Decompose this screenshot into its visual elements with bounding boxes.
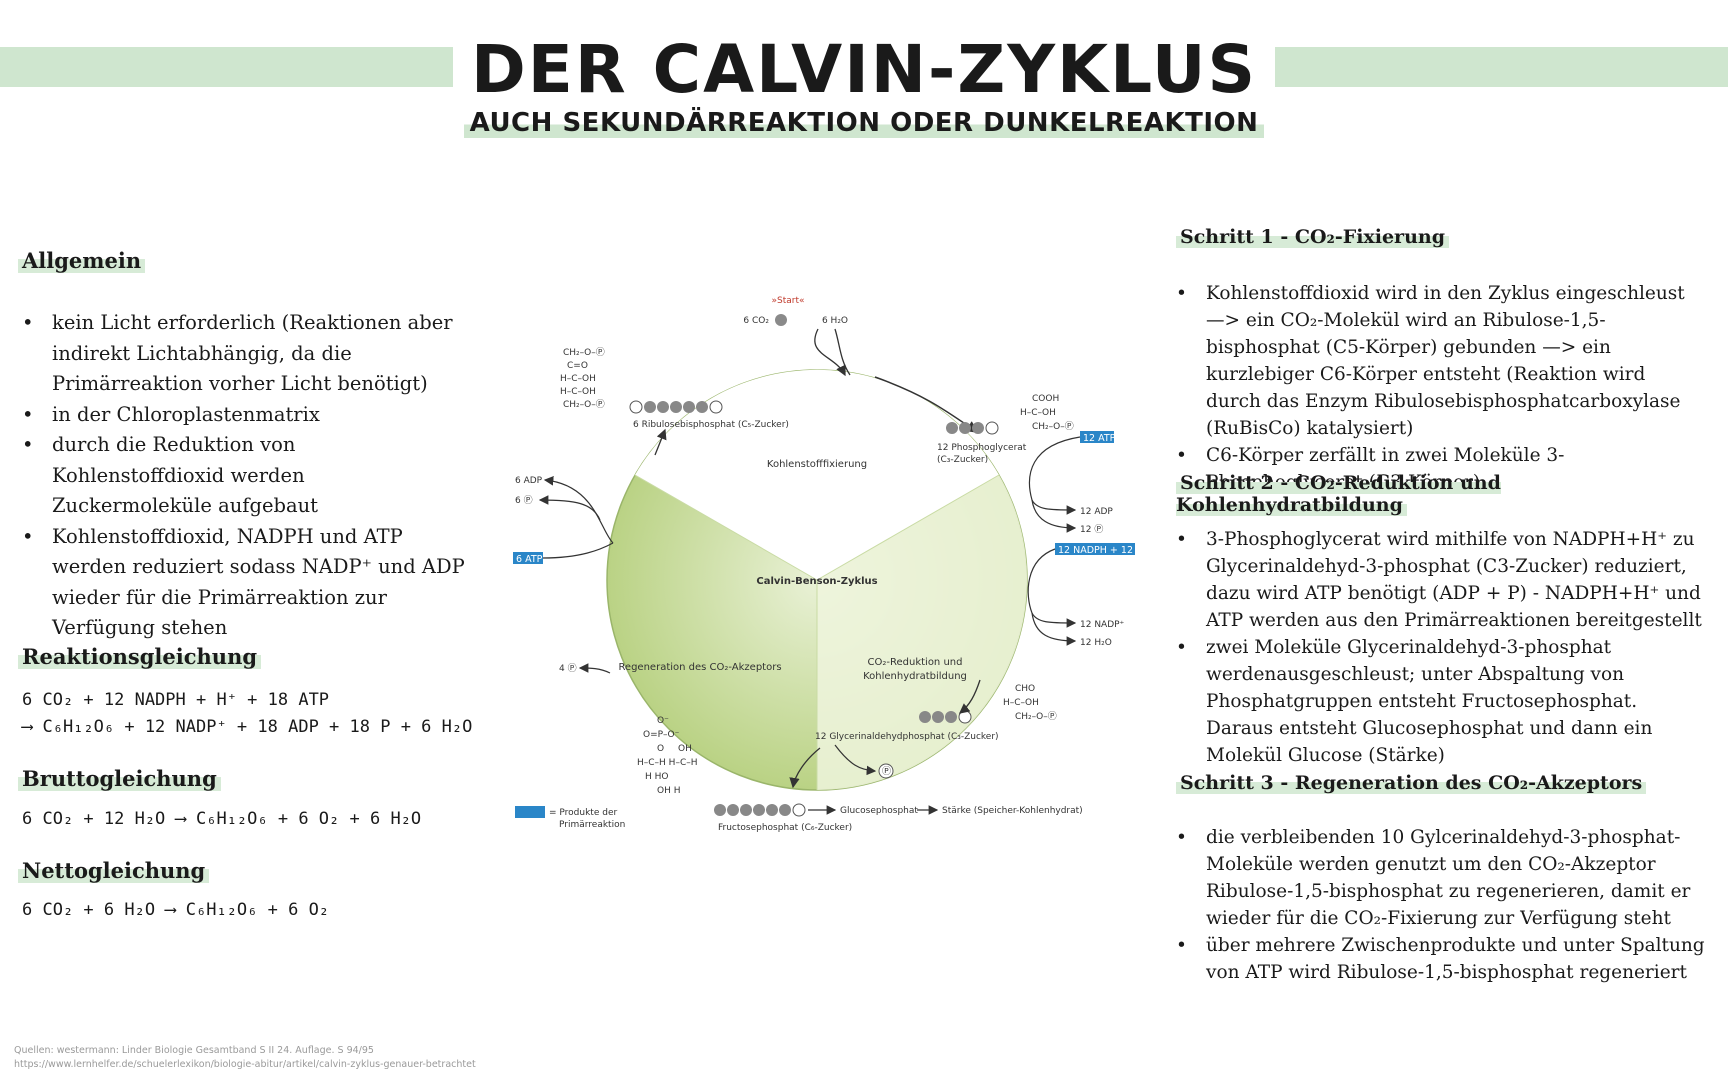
p-out-label: Ⓟ xyxy=(882,766,891,777)
svg-text:O⁻: O⁻ xyxy=(657,716,669,726)
heading-schritt-2: Schritt 2 - CO₂-Reduktion und Kohlenhydr… xyxy=(1176,472,1501,516)
phosphoglycerat-structure: COOH H–C–OH CH₂–O–Ⓟ xyxy=(1020,394,1074,432)
p4-label: 4 Ⓟ xyxy=(559,663,577,674)
fructose-label: Fructosephosphat (C₆-Zucker) xyxy=(718,823,852,833)
staerke-label: Stärke (Speicher-Kohlenhydrat) xyxy=(942,806,1083,816)
sector-highlight xyxy=(817,475,1028,791)
co2-molecule xyxy=(775,314,787,326)
brutto-equation: 6 CO₂ + 12 H₂O ⟶ C₆H₁₂O₆ + 6 O₂ + 6 H₂O xyxy=(22,809,422,829)
heading-allgemein: Allgemein xyxy=(18,248,146,273)
heading-schritt-3: Schritt 3 - Regeneration des CO₂-Akzepto… xyxy=(1176,772,1647,794)
phosphoglycerat-label-1: 12 Phosphoglycerat xyxy=(937,443,1027,453)
svg-text:H–C–OH: H–C–OH xyxy=(560,374,596,384)
atp6-box xyxy=(513,552,543,564)
legend-box xyxy=(515,806,545,818)
heading-reaktionsgleichung: Reaktionsgleichung xyxy=(18,644,262,669)
calvin-cycle-diagram: Kohlenstofffixierung Calvin-Benson-Zyklu… xyxy=(513,296,1135,833)
svg-text:H–C–H H–C–H: H–C–H H–C–H xyxy=(637,758,698,768)
list-item: kein Licht erforderlich (Reaktionen aber… xyxy=(22,308,467,400)
svg-text:O=P–O⁻: O=P–O⁻ xyxy=(643,730,680,740)
co2-in-label: 6 CO₂ xyxy=(743,316,769,326)
legend-label-1: = Produkte der xyxy=(549,808,617,818)
list-item: über mehrere Zwischenprodukte und unter … xyxy=(1176,932,1706,986)
atp12-box xyxy=(1080,431,1114,443)
list-item: Kohlenstoffdioxid wird in den Zyklus ein… xyxy=(1176,280,1706,442)
svg-text:H–C–OH: H–C–OH xyxy=(560,387,596,397)
schritt-1-list: Kohlenstoffdioxid wird in den Zyklus ein… xyxy=(1176,280,1706,496)
svg-text:CH₂–O–Ⓟ: CH₂–O–Ⓟ xyxy=(563,347,605,358)
source-line-2: https://www.lernhelfer.de/schuelerlexiko… xyxy=(14,1059,476,1070)
start-label: »Start« xyxy=(772,296,805,306)
sector-red-label-2: Kohlenhydratbildung xyxy=(863,671,967,682)
page-subtitle: AUCH SEKUNDÄRREAKTION ODER DUNKELREAKTIO… xyxy=(0,108,1728,138)
title-band-left xyxy=(0,47,520,87)
svg-text:CHO: CHO xyxy=(1015,684,1035,694)
svg-text:CH₂–O–Ⓟ: CH₂–O–Ⓟ xyxy=(563,399,605,410)
svg-text:C=O: C=O xyxy=(567,361,588,371)
title-band-right xyxy=(1200,47,1728,87)
list-item: Kohlenstoffdioxid, NADPH und ATP werden … xyxy=(22,522,467,644)
svg-text:H–C–OH: H–C–OH xyxy=(1020,408,1056,418)
page-title: DER CALVIN-ZYKLUS xyxy=(0,30,1728,110)
list-item: in der Chloroplastenmatrix xyxy=(22,400,467,431)
fructose-chain xyxy=(714,803,806,817)
svg-text:H HO: H HO xyxy=(645,772,668,782)
legend-label-2: Primärreaktion xyxy=(559,820,625,830)
atp12-label: 12 ATP xyxy=(1083,433,1116,444)
p12-label: 12 Ⓟ xyxy=(1080,524,1103,535)
svg-text:CH₂–O–Ⓟ: CH₂–O–Ⓟ xyxy=(1032,421,1074,432)
allgemein-list: kein Licht erforderlich (Reaktionen aber… xyxy=(22,308,467,644)
fructose-structure: O⁻ O=P–O⁻ O OH H–C–H H–C–H H HO OH H xyxy=(637,716,698,796)
sector-red-label-1: CO₂-Reduktion und xyxy=(868,657,963,668)
phosphoglycerat-chain xyxy=(946,421,999,435)
ribulose-structure: CH₂–O–Ⓟ C=O H–C–OH H–C–OH CH₂–O–Ⓟ xyxy=(560,347,605,410)
glucose-label: Glucosephosphat xyxy=(840,806,918,816)
sector-reg-label: Regeneration des CO₂-Akzeptors xyxy=(618,662,781,673)
svg-text:OH H: OH H xyxy=(657,786,680,796)
schritt-3-list: die verbleibenden 10 Gylcerinaldehyd-3-p… xyxy=(1176,824,1706,986)
nadph12-box xyxy=(1055,543,1135,555)
svg-text:CH₂–O–Ⓟ: CH₂–O–Ⓟ xyxy=(1015,711,1057,722)
sector-fix-label: Kohlenstofffixierung xyxy=(767,459,867,470)
reaktion-line-2: ⟶ C₆H₁₂O₆ + 12 NADP⁺ + 18 ADP + 18 P + 6… xyxy=(22,717,473,737)
sources: Quellen: westermann: Linder Biologie Ges… xyxy=(14,1044,476,1072)
ribulose-label: 6 Ribulosebisphosphat (C₅-Zucker) xyxy=(633,420,789,430)
heading-bruttogleichung: Bruttogleichung xyxy=(18,766,221,791)
h2o-in-label: 6 H₂O xyxy=(822,316,848,326)
ribulose-chain xyxy=(629,400,723,414)
atp6-label: 6 ATP xyxy=(516,554,543,565)
svg-text:H–C–OH: H–C–OH xyxy=(1003,698,1039,708)
list-item: durch die Reduktion von Kohlenstoffdioxi… xyxy=(22,430,467,522)
svg-text:OH: OH xyxy=(678,744,692,754)
nadph12-label: 12 NADPH + 12 H⁺ xyxy=(1058,545,1135,556)
p-out-circle xyxy=(878,763,894,779)
heading-schritt-1: Schritt 1 - CO₂-Fixierung xyxy=(1176,226,1449,248)
schritt-2-list: 3-Phosphoglycerat wird mithilfe von NADP… xyxy=(1176,526,1706,769)
svg-text:COOH: COOH xyxy=(1032,394,1059,404)
gap-structure: CHO H–C–OH CH₂–O–Ⓟ xyxy=(1003,684,1057,722)
netto-equation: 6 CO₂ + 6 H₂O ⟶ C₆H₁₂O₆ + 6 O₂ xyxy=(22,900,330,920)
heading-nettogleichung: Nettogleichung xyxy=(18,858,210,883)
list-item: zwei Moleküle Glycerinaldehyd-3-phosphat… xyxy=(1176,634,1706,769)
p6-label: 6 Ⓟ xyxy=(515,495,533,506)
gap-label: 12 Glycerinaldehydphosphat (C₃-Zucker) xyxy=(815,732,999,742)
source-line-1: Quellen: westermann: Linder Biologie Ges… xyxy=(14,1045,374,1056)
h2o12-label: 12 H₂O xyxy=(1080,638,1112,648)
center-label: Calvin-Benson-Zyklus xyxy=(756,576,877,587)
reaktion-line-1: 6 CO₂ + 12 NADPH + H⁺ + 18 ATP xyxy=(22,690,330,710)
gap-chain xyxy=(919,710,972,724)
adp6-label: 6 ADP xyxy=(515,476,543,486)
svg-text:O: O xyxy=(657,744,664,754)
phosphoglycerat-label-2: (C₃-Zucker) xyxy=(937,455,988,465)
nadp12-label: 12 NADP⁺ xyxy=(1080,620,1125,630)
adp12-label: 12 ADP xyxy=(1080,507,1113,517)
list-item: die verbleibenden 10 Gylcerinaldehyd-3-p… xyxy=(1176,824,1706,932)
list-item: 3-Phosphoglycerat wird mithilfe von NADP… xyxy=(1176,526,1706,634)
